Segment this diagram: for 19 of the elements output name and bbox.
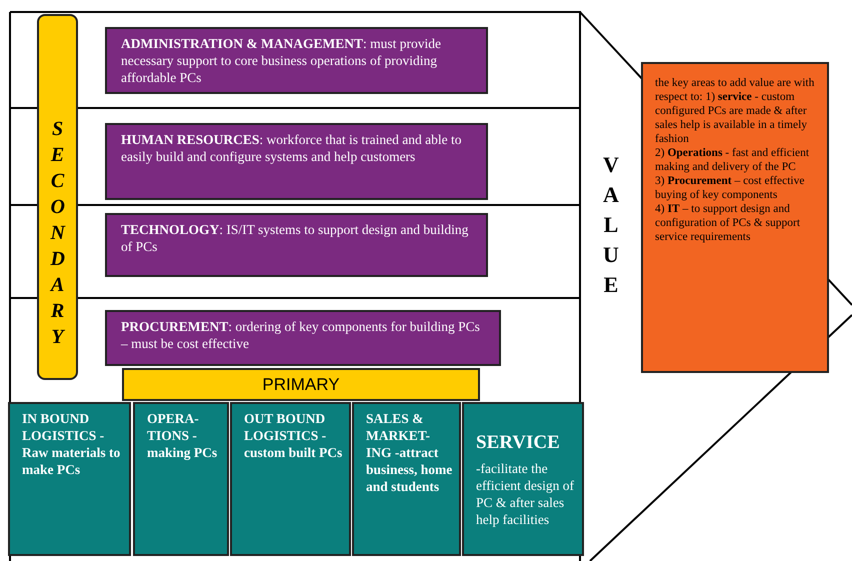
note-text: 2) Operations - fast and efficient making and delivery of the PC <box>654 146 810 174</box>
primary-activities-bar: PRIMARY <box>122 368 480 401</box>
secondary-activities-bar: SECONDARY <box>37 14 78 380</box>
support-activity-box: TECHNOLOGY: IS/IT systems to support design and building of PCs <box>105 213 488 277</box>
value-note-box <box>641 62 829 373</box>
support-activity-box: HUMAN RESOURCES: workforce that is trained and able to easily build and configure systems and help customers <box>105 123 488 200</box>
note-text: -facilitate the efficient design of PC & after sales help facilities <box>475 460 575 528</box>
support-activity-box: ADMINISTRATION & MANAGEMENT: must provide necessary support to core business operations of providing affordable PCs <box>105 27 488 94</box>
primary-activity-box <box>462 402 584 556</box>
primary-activity-box: OPERA- TIONS -making PCs <box>133 402 229 556</box>
value-label: VALUE <box>602 151 620 299</box>
support-activity-box: PROCUREMENT: ordering of key components for building PCs – must be cost effective <box>105 310 501 366</box>
primary-activity-box: OUT BOUND LOGISTICS -custom built PCs <box>230 402 351 556</box>
primary-activity-box: SALES & MARKET- ING -attract business, home and students <box>352 402 461 556</box>
note-text: 4) IT – to support design and configuration of PCs & support service requirements <box>654 202 802 244</box>
box-heading: SERVICE <box>475 431 561 454</box>
note-text: 3) Procurement – cost effective buying of key components <box>654 174 806 202</box>
note-text: the key areas to add value are with respect to: 1) service - custom configured PCs are made & after sales help is available in a timely fashion <box>654 76 816 146</box>
primary-activity-box: IN BOUND LOGISTICS -Raw materials to make PCs <box>8 402 131 556</box>
